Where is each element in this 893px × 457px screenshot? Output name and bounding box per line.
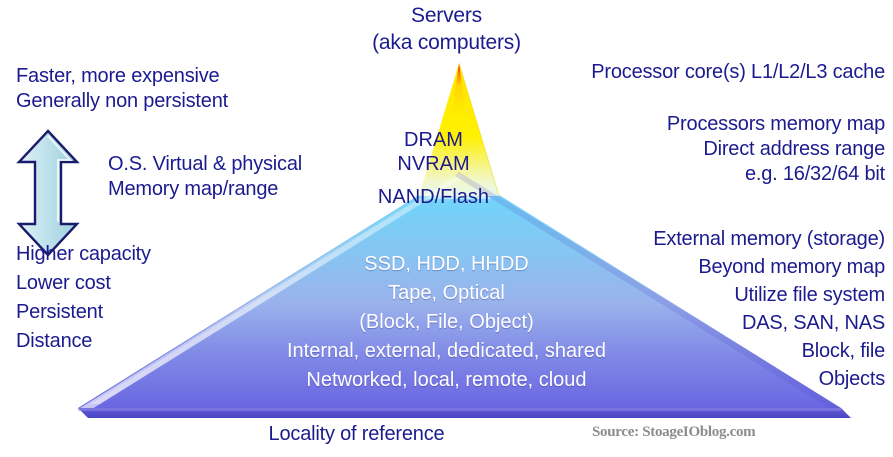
left-middle-annotation: O.S. Virtual & physical Memory map/range [108, 152, 302, 202]
left-bottom-annotation: Higher capacity Lower cost Persistent Di… [16, 240, 151, 356]
tier-label-nvram: NVRAM [0, 152, 893, 177]
tier-label-dram: DRAM [0, 128, 893, 153]
tier-nvram-text: NVRAM [397, 153, 470, 175]
tier-label-storage-base: SSD, HDD, HHDD Tape, Optical (Block, Fil… [0, 250, 893, 395]
base-line-2: Tape, Optical [388, 282, 505, 304]
tier-dram-text: DRAM [404, 129, 463, 151]
left-bottom-line-2: Lower cost [16, 272, 111, 294]
right-mid-line-3: e.g. 16/32/64 bit [744, 163, 885, 185]
base-line-3: (Block, File, Object) [359, 311, 534, 333]
right-top-annotation: Processor core(s) L1/L2/L3 cache [591, 60, 885, 85]
bidirectional-arrow-icon [14, 128, 82, 258]
tier-nand-text: NAND/Flash [377, 186, 490, 208]
left-top-line-1: Faster, more expensive [16, 65, 220, 87]
right-bottom-line-1: External memory (storage) [653, 228, 885, 250]
base-line-4: Internal, external, dedicated, shared [286, 340, 607, 362]
base-line-1: SSD, HDD, HHDD [364, 253, 529, 275]
left-top-line-2: Generally non persistent [16, 90, 228, 112]
left-bottom-line-1: Higher capacity [16, 243, 151, 265]
locality-caption-text: Locality of reference [268, 423, 445, 445]
right-mid-line-1: Processors memory map [666, 113, 885, 135]
right-middle-annotation: Processors memory map Direct address ran… [667, 112, 885, 187]
right-bottom-line-4: DAS, SAN, NAS [742, 312, 885, 334]
right-bottom-line-2: Beyond memory map [698, 256, 885, 278]
right-bottom-annotation: External memory (storage) Beyond memory … [653, 225, 885, 393]
title-line-1: Servers [411, 4, 482, 27]
base-line-5: Networked, local, remote, cloud [306, 369, 587, 391]
left-mid-line-1: O.S. Virtual & physical [108, 153, 303, 175]
left-bottom-line-3: Persistent [16, 301, 103, 323]
left-bottom-line-4: Distance [16, 330, 93, 352]
right-bottom-line-5: Block, file [801, 340, 886, 362]
right-bottom-line-3: Utilize file system [734, 284, 885, 306]
right-bottom-line-6: Objects [818, 368, 886, 390]
right-top-line-1: Processor core(s) L1/L2/L3 cache [591, 61, 885, 83]
title-line-2: (aka computers) [372, 31, 521, 54]
right-mid-line-2: Direct address range [703, 138, 885, 160]
left-top-annotation: Faster, more expensive Generally non per… [16, 64, 228, 114]
tier-label-nand-flash: NAND/Flash [0, 185, 893, 210]
locality-caption: Locality of reference [0, 422, 893, 447]
left-mid-line-2: Memory map/range [108, 178, 279, 200]
page-title: Servers (aka computers) [0, 2, 893, 56]
source-attribution: Source: StoageIOblog.com [592, 424, 756, 440]
